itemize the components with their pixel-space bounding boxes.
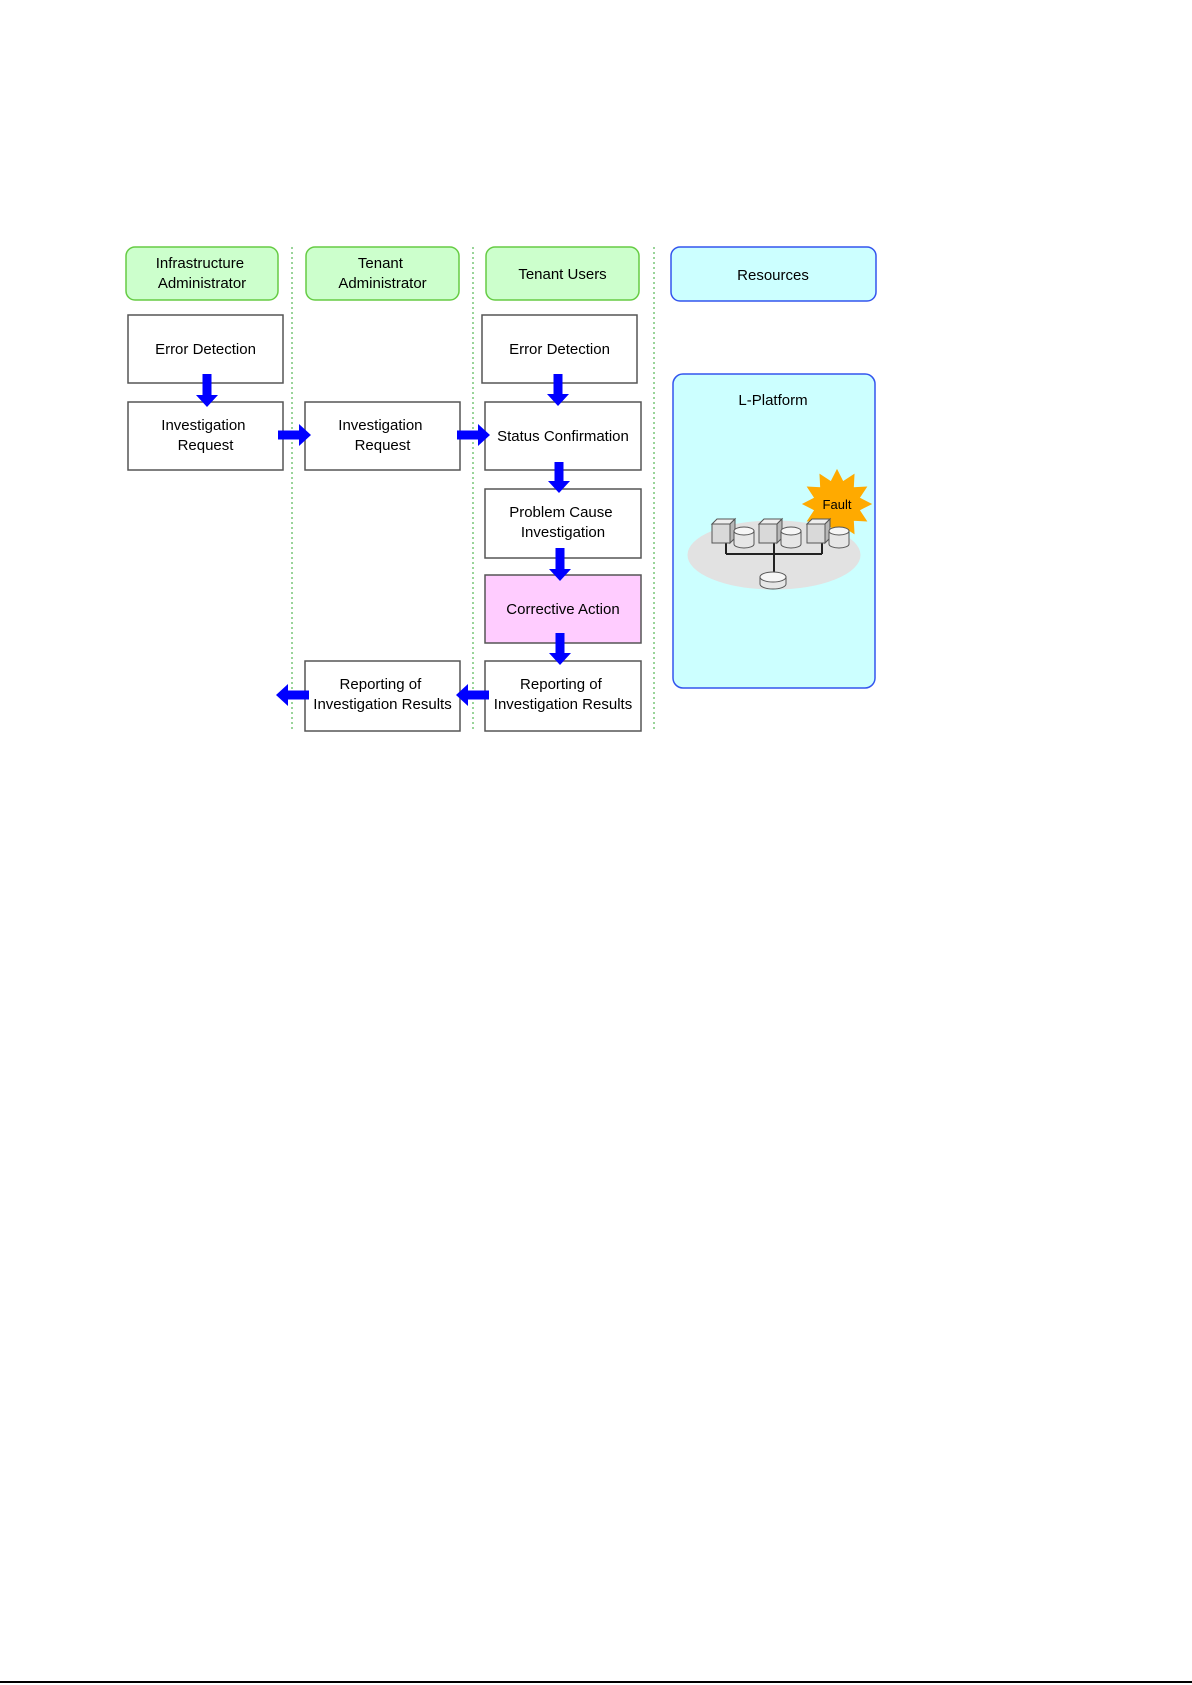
arrow-down-icon: [549, 548, 571, 581]
step-user-reporting: Reporting of Investigation Results: [484, 660, 642, 732]
arrow-left-icon: [276, 684, 309, 706]
l-platform-panel: L-Platform: [672, 373, 876, 689]
step-user-error-detection: Error Detection: [481, 314, 638, 384]
page-bottom-rule: [0, 1681, 1192, 1683]
fault-starburst-icon: [801, 468, 873, 540]
arrow-down-icon: [547, 374, 569, 406]
step-tenant-admin-reporting: Reporting of Investigation Results: [304, 660, 461, 732]
lane-header-label: Tenant Users: [518, 266, 606, 283]
step-label: Reporting of Investigation Results: [313, 676, 451, 713]
lane-header-tenant-administrator: Tenant Administrator: [305, 246, 460, 301]
step-label: Error Detection: [509, 341, 610, 358]
step-infra-error-detection: Error Detection: [127, 314, 284, 384]
arrow-right-icon: [278, 424, 311, 446]
fault-label: Fault: [823, 497, 852, 512]
lane-header-tenant-users: Tenant Users: [485, 246, 640, 301]
arrow-down-icon: [549, 633, 571, 665]
lane-header-label: Tenant Administrator: [338, 255, 426, 292]
storage-icon: [780, 526, 802, 549]
arrow-down-icon: [196, 374, 218, 407]
step-label: Investigation Request: [161, 417, 249, 454]
step-user-status-confirmation: Status Confirmation: [484, 401, 642, 471]
arrow-right-icon: [457, 424, 490, 446]
arrow-left-icon: [456, 684, 489, 706]
server-icon: [710, 517, 737, 545]
step-tenant-admin-investigation-request: Investigation Request: [304, 401, 461, 471]
l-platform-label: L-Platform: [738, 392, 807, 409]
step-label: Status Confirmation: [497, 428, 629, 445]
step-label: Problem Cause Investigation: [509, 504, 617, 541]
arrow-down-icon: [548, 462, 570, 493]
lane-header-label: Resources: [737, 267, 809, 284]
step-user-problem-cause-investigation: Problem Cause Investigation: [484, 488, 642, 559]
step-infra-investigation-request: Investigation Request: [127, 401, 284, 471]
step-user-corrective-action: Corrective Action: [484, 574, 642, 644]
step-label: Investigation Request: [338, 417, 426, 454]
router-icon: [759, 571, 787, 590]
server-icon: [805, 517, 832, 545]
step-label: Error Detection: [155, 341, 256, 358]
step-label: Corrective Action: [506, 601, 619, 618]
network-lines: [725, 543, 823, 575]
step-label: Reporting of Investigation Results: [494, 676, 632, 713]
storage-icon: [828, 526, 850, 549]
lane-header-label: Infrastructure Administrator: [156, 255, 249, 292]
lane-header-infrastructure-administrator: Infrastructure Administrator: [125, 246, 279, 301]
storage-icon: [733, 526, 755, 549]
lane-header-resources: Resources: [670, 246, 877, 302]
server-icon: [757, 517, 784, 545]
